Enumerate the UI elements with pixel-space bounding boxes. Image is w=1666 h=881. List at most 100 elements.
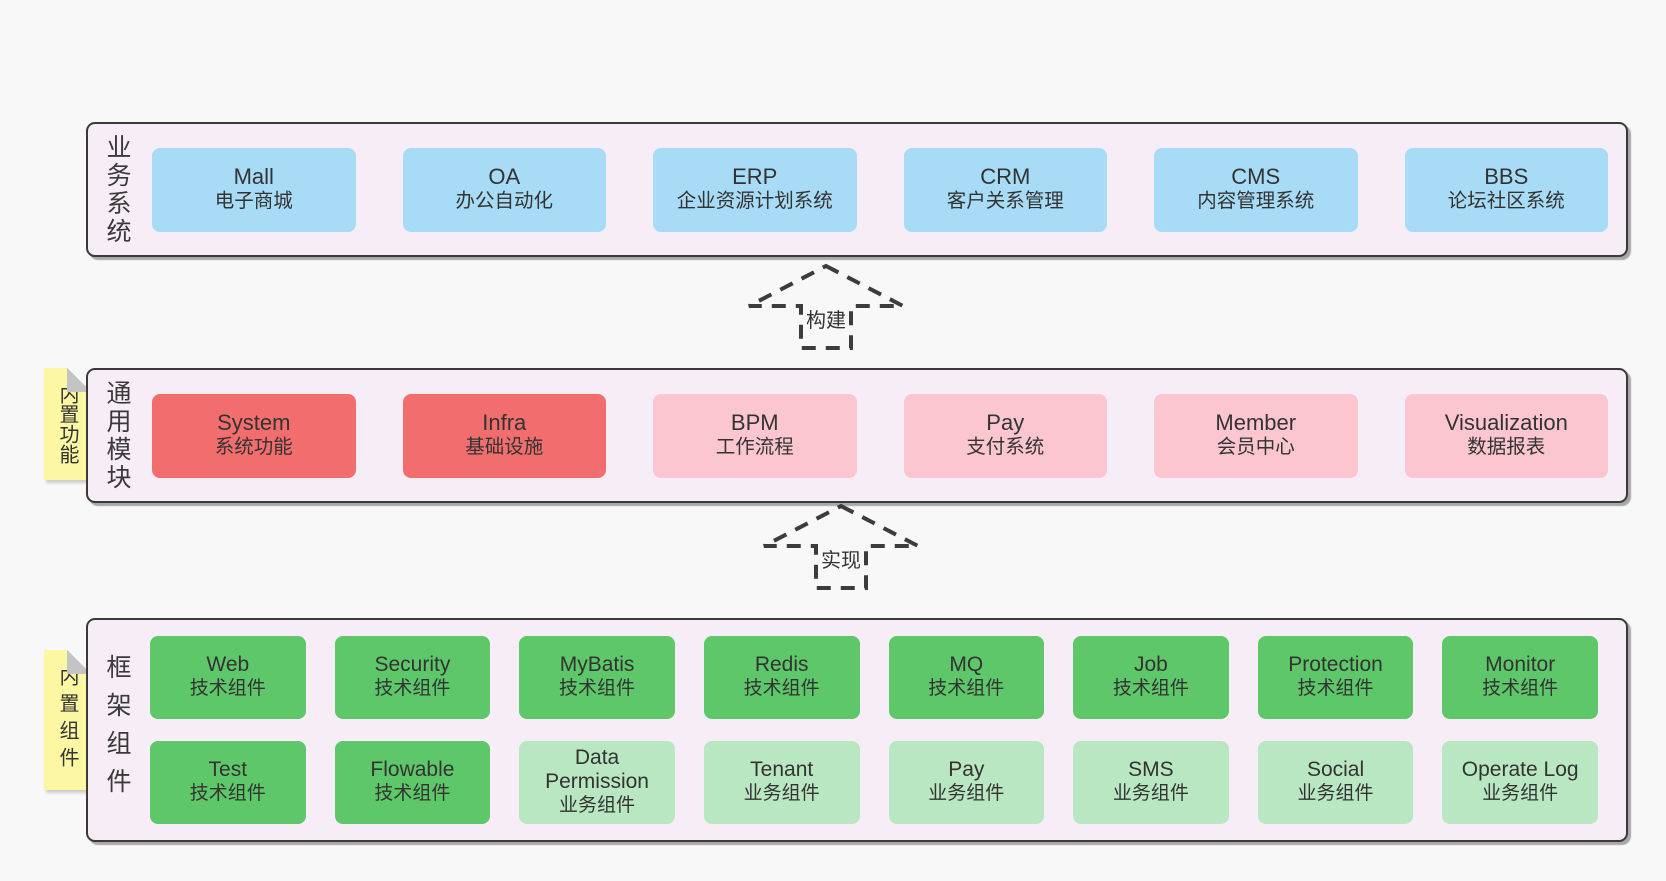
box-subtitle: 业务组件 <box>928 783 1005 805</box>
dashed-up-arrow-icon <box>763 503 919 590</box>
box-subtitle: 技术组件 <box>189 678 266 700</box>
box-subtitle: 业务组件 <box>1112 783 1189 805</box>
band-title-text: 通用模块 <box>103 379 131 492</box>
box-title: Tenant <box>750 758 814 782</box>
box-subtitle: 技术组件 <box>1482 678 1559 700</box>
box-subtitle: 业务组件 <box>559 795 636 817</box>
box-title: Flowable <box>370 758 455 782</box>
box-title: Test <box>208 758 248 782</box>
band-title-business-systems: 业务系统 <box>88 124 146 255</box>
box-subtitle: 数据报表 <box>1467 436 1546 459</box>
arrow-label-implement: 实现 <box>818 544 864 573</box>
box-title: Job <box>1134 653 1168 677</box>
box-subtitle: 电子商城 <box>214 190 293 213</box>
box-title: MyBatis <box>559 653 635 677</box>
box-subtitle: 支付系统 <box>966 436 1045 459</box>
box-title: Redis <box>754 653 809 677</box>
box-title: Member <box>1215 410 1297 436</box>
box-title: Operate Log <box>1461 758 1579 782</box>
box-title: Infra <box>482 410 527 436</box>
box-subtitle: 技术组件 <box>374 678 451 700</box>
box-title: Visualization <box>1444 410 1568 436</box>
box-subtitle: 业务组件 <box>743 783 820 805</box>
box-subtitle: 工作流程 <box>715 436 794 459</box>
band-title-text: 业务系统 <box>103 133 131 246</box>
box-subtitle: 技术组件 <box>1297 678 1374 700</box>
box-title: System <box>217 410 291 436</box>
box-subtitle: 技术组件 <box>743 678 820 700</box>
box-title: Monitor <box>1485 653 1556 677</box>
box-subtitle: 会员中心 <box>1216 436 1295 459</box>
box-subtitle: 客户关系管理 <box>946 190 1064 213</box>
box-title: Mall <box>233 164 274 190</box>
box-subtitle: 办公自动化 <box>455 190 553 213</box>
box-title: Social <box>1306 758 1365 782</box>
arrow-label-build: 构建 <box>803 304 849 333</box>
implement-arrow: 实现 <box>760 502 922 592</box>
box-title: Data Permission <box>545 746 649 794</box>
box-title: CRM <box>980 164 1031 190</box>
box-title: SMS <box>1128 758 1174 782</box>
band-title-framework-components: 框架组件 <box>88 620 146 840</box>
box-title: MQ <box>949 653 984 677</box>
box-subtitle: 业务组件 <box>1297 783 1374 805</box>
sticky-note-text: 内置功能 <box>56 384 78 464</box>
box-subtitle: 论坛社区系统 <box>1447 190 1565 213</box>
sticky-note-built-in-components: 内置组件 <box>44 650 91 790</box>
box-title: BBS <box>1484 164 1529 190</box>
box-subtitle: 技术组件 <box>559 678 636 700</box>
box-subtitle: 企业资源计划系统 <box>676 190 833 213</box>
build-arrow: 构建 <box>745 262 907 352</box>
box-subtitle: 基础设施 <box>465 436 544 459</box>
box-subtitle: 内容管理系统 <box>1197 190 1315 213</box>
box-title: Web <box>206 653 250 677</box>
dashed-up-arrow-icon <box>748 263 904 350</box>
box-title: Protection <box>1288 653 1383 677</box>
box-title: Security <box>374 653 451 677</box>
box-subtitle: 技术组件 <box>1112 678 1189 700</box>
box-title: CMS <box>1231 164 1281 190</box>
box-title: Pay <box>986 410 1025 436</box>
box-title: BPM <box>730 410 779 436</box>
box-subtitle: 系统功能 <box>214 436 293 459</box>
box-subtitle: 业务组件 <box>1482 783 1559 805</box>
box-title: ERP <box>732 164 778 190</box>
sticky-note-built-in-features: 内置功能 <box>44 368 91 480</box>
sticky-note-text: 内置组件 <box>56 666 78 774</box>
box-subtitle: 技术组件 <box>374 783 451 805</box>
box-title: Pay <box>948 758 985 782</box>
box-title: OA <box>488 164 521 190</box>
band-title-common-modules: 通用模块 <box>88 370 146 501</box>
